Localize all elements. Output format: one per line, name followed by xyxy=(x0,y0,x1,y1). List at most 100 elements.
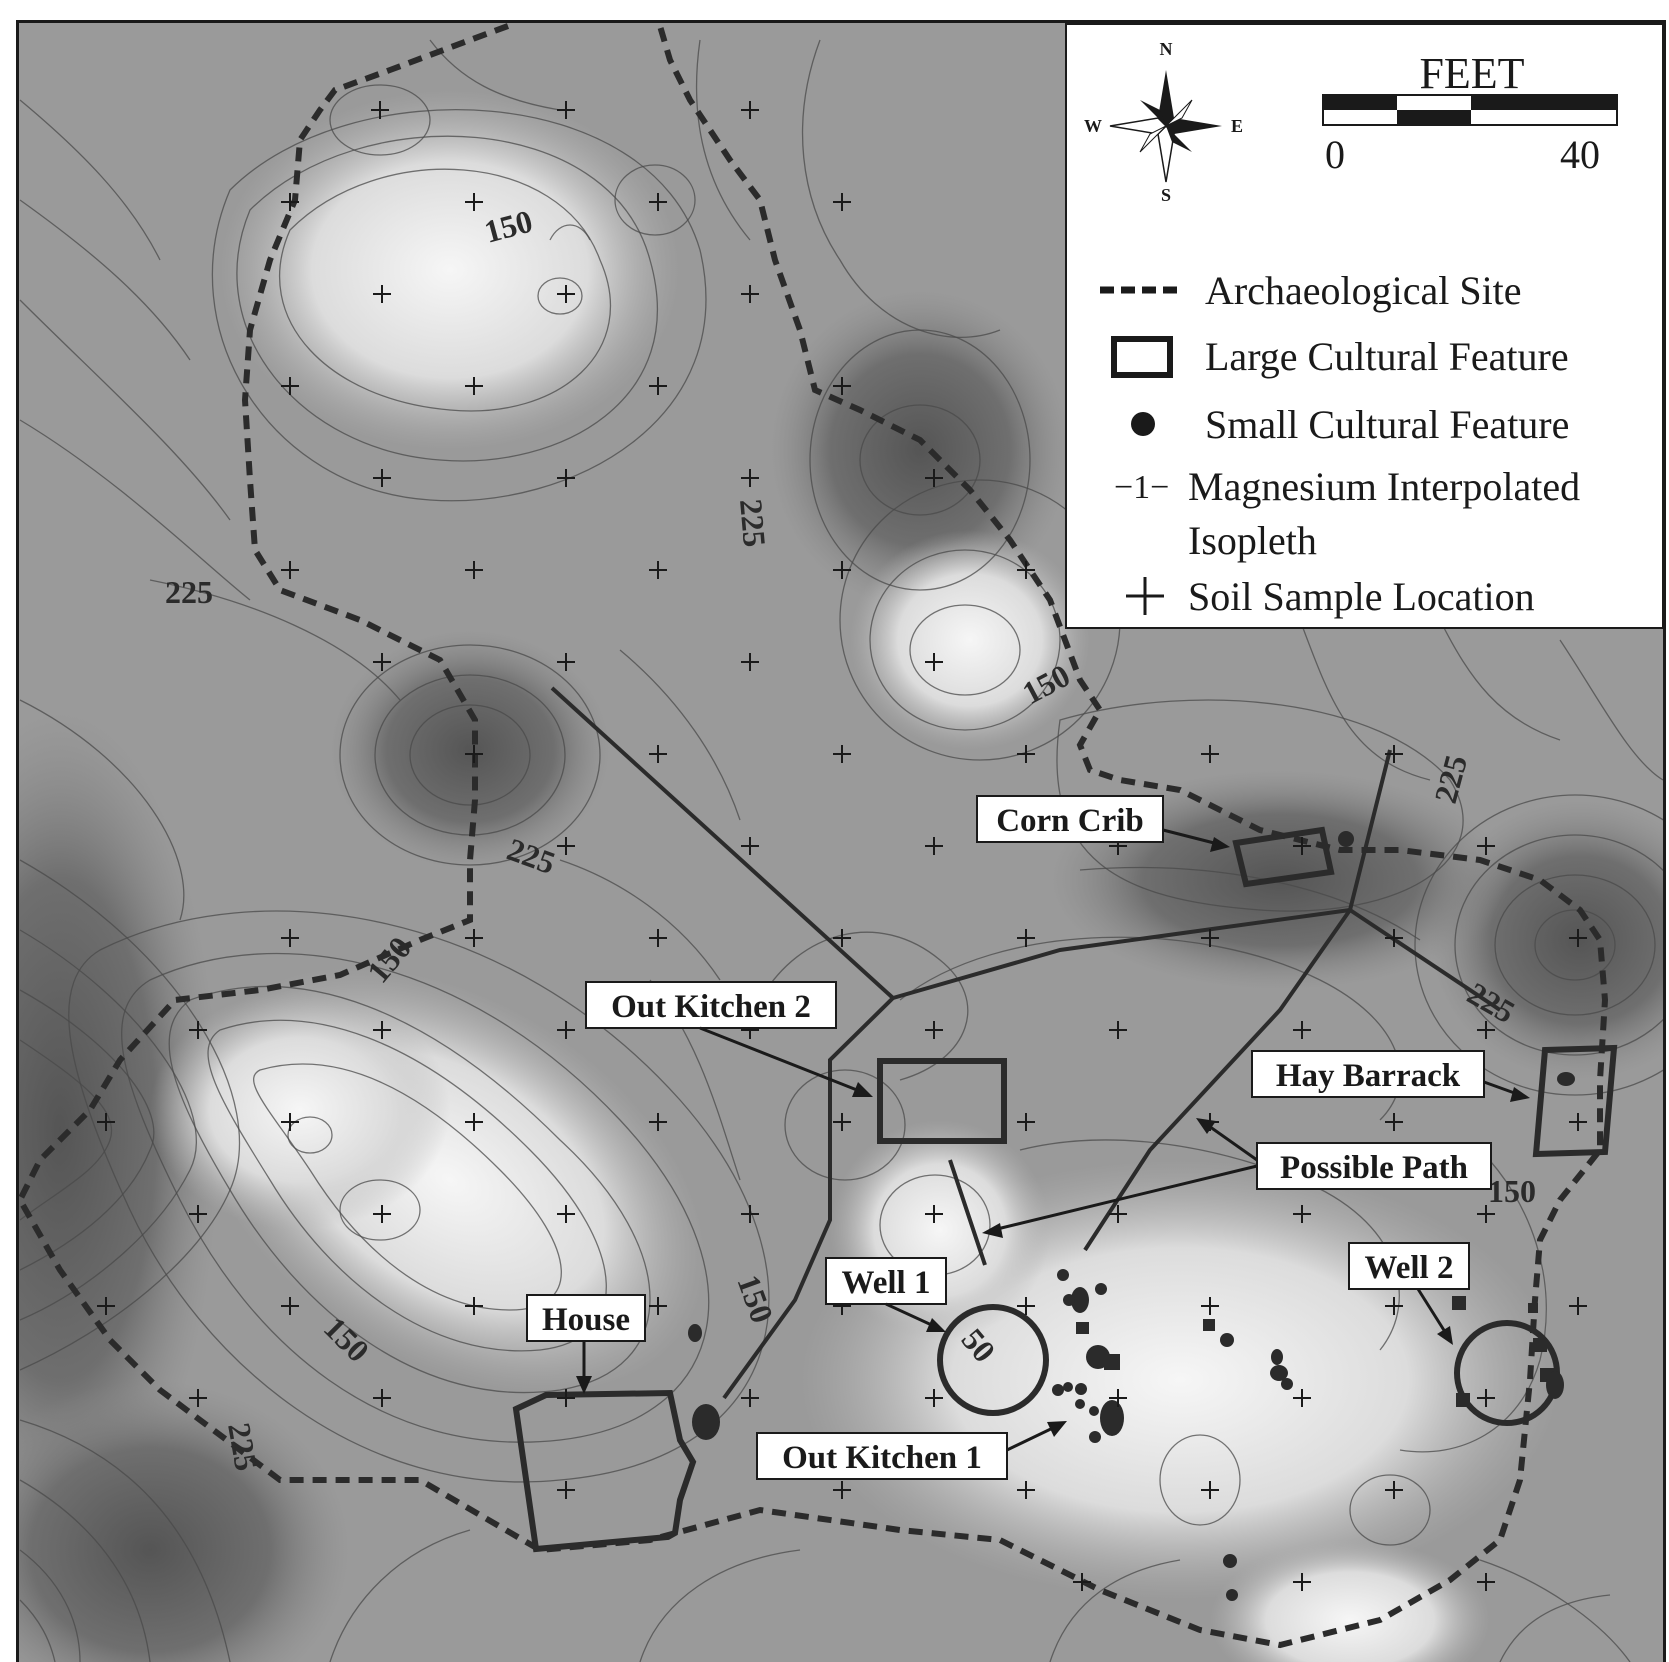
out-kitchen-2-outline xyxy=(877,1058,1007,1144)
soil-sample-marker xyxy=(371,101,389,119)
soil-sample-locations xyxy=(97,101,1587,1591)
soil-sample-marker xyxy=(1477,1389,1495,1407)
soil-sample-marker xyxy=(1017,1481,1035,1499)
isopleth-swatch: −1− xyxy=(1114,469,1169,506)
soil-sample-marker xyxy=(557,1481,575,1499)
scale-min: 0 xyxy=(1325,132,1345,177)
soil-sample-marker xyxy=(1293,1389,1311,1407)
soil-sample-marker xyxy=(741,469,759,487)
scale-title: FEET xyxy=(1419,49,1524,98)
soil-sample-marker xyxy=(373,1021,391,1039)
contour-label: 225 xyxy=(221,1420,265,1474)
corn-crib-outline xyxy=(1232,826,1335,888)
feature-labels: Corn Crib Out Kitchen 2 Hay Barrack Poss… xyxy=(526,795,1530,1480)
soil-sample-marker xyxy=(557,1021,575,1039)
soil-sample-marker xyxy=(1201,1297,1219,1315)
well-1-text: Well 1 xyxy=(842,1265,931,1301)
soil-sample-marker xyxy=(1201,745,1219,763)
soil-sample-marker xyxy=(925,1389,943,1407)
soil-sample-marker xyxy=(465,1297,483,1315)
contour-label: 225 xyxy=(733,497,773,548)
soil-sample-marker xyxy=(557,285,575,303)
contour-label: 225 xyxy=(165,574,213,610)
soil-sample-marker xyxy=(373,653,391,671)
small-cultural-features xyxy=(688,831,1575,1601)
corn-crib-label: Corn Crib xyxy=(976,795,1230,852)
compass-west: W xyxy=(1084,116,1102,136)
soil-sample-marker xyxy=(557,837,575,855)
soil-sample-marker xyxy=(1385,1297,1403,1315)
legend-label-site: Archaeological Site xyxy=(1205,268,1522,313)
soil-sample-marker xyxy=(1569,1297,1587,1315)
soil-sample-marker xyxy=(1293,1205,1311,1223)
soil-sample-marker xyxy=(281,1113,299,1131)
hay-barrack-outline xyxy=(1532,1044,1618,1158)
map-frame xyxy=(16,20,1666,1662)
soil-sample-marker xyxy=(1017,745,1035,763)
soil-sample-marker xyxy=(649,745,667,763)
soil-sample-marker xyxy=(1017,1297,1035,1315)
legend-label-small-feature: Small Cultural Feature xyxy=(1205,402,1569,447)
possible-path-label: Possible Path xyxy=(982,1118,1492,1238)
soil-sample-marker xyxy=(1109,1389,1127,1407)
soil-sample-marker xyxy=(557,1389,575,1407)
soil-sample-marker xyxy=(1201,1481,1219,1499)
legend-label-isopleth-2: Isopleth xyxy=(1188,518,1317,563)
corn-crib-text: Corn Crib xyxy=(996,803,1144,839)
soil-sample-marker xyxy=(189,1021,207,1039)
soil-sample-marker xyxy=(557,653,575,671)
soil-sample-marker xyxy=(1477,837,1495,855)
soil-sample-marker xyxy=(925,1021,943,1039)
soil-sample-marker xyxy=(281,377,299,395)
compass-south: S xyxy=(1161,185,1171,205)
legend: N S W E FEET 0 40 Archaeological Site La… xyxy=(1065,23,1664,629)
soil-sample-marker xyxy=(1293,1021,1311,1039)
soil-sample-marker xyxy=(281,1297,299,1315)
out-kitchen-1-label: Out Kitchen 1 xyxy=(756,1421,1067,1480)
soil-sample-marker xyxy=(833,1113,851,1131)
soil-sample-marker xyxy=(373,469,391,487)
soil-sample-marker xyxy=(1109,1021,1127,1039)
well-1-outline xyxy=(937,1304,1049,1416)
soil-sample-marker xyxy=(1073,1573,1091,1591)
soil-sample-marker xyxy=(557,101,575,119)
house-label: House xyxy=(526,1294,646,1394)
soil-sample-marker xyxy=(649,561,667,579)
soil-sample-marker xyxy=(833,561,851,579)
soil-sample-marker xyxy=(1477,1205,1495,1223)
soil-sample-marker xyxy=(649,377,667,395)
soil-sample-marker xyxy=(465,193,483,211)
soil-sample-marker xyxy=(189,1389,207,1407)
soil-sample-marker xyxy=(281,193,299,211)
scale-max: 40 xyxy=(1560,132,1600,177)
soil-sample-marker xyxy=(833,1481,851,1499)
soil-sample-marker xyxy=(1477,1573,1495,1591)
house-text: House xyxy=(542,1302,630,1338)
contour-label: 150 xyxy=(1488,1173,1536,1209)
soil-sample-marker xyxy=(741,837,759,855)
legend-label-soil-sample: Soil Sample Location xyxy=(1188,574,1535,619)
possible-path-text: Possible Path xyxy=(1280,1150,1468,1186)
compass-north: N xyxy=(1160,39,1173,59)
soil-sample-marker xyxy=(833,377,851,395)
soil-sample-marker xyxy=(97,1113,115,1131)
soil-sample-marker xyxy=(97,1297,115,1315)
soil-sample-marker xyxy=(925,837,943,855)
house-outline xyxy=(512,1389,697,1553)
soil-sample-marker xyxy=(1293,1573,1311,1591)
soil-sample-swatch xyxy=(1126,577,1164,615)
soil-sample-marker xyxy=(925,469,943,487)
soil-sample-marker xyxy=(1477,1021,1495,1039)
soil-sample-marker xyxy=(557,469,575,487)
soil-sample-marker xyxy=(833,745,851,763)
soil-sample-marker xyxy=(465,377,483,395)
soil-sample-marker xyxy=(1109,1205,1127,1223)
hay-barrack-label: Hay Barrack xyxy=(1251,1050,1530,1102)
archaeological-site-boundary xyxy=(16,23,1609,1649)
soil-sample-marker xyxy=(741,1205,759,1223)
compass-east: E xyxy=(1231,116,1243,136)
soil-sample-marker xyxy=(925,1205,943,1223)
soil-sample-marker xyxy=(373,1389,391,1407)
large-feature-swatch xyxy=(1111,336,1173,378)
soil-sample-marker xyxy=(741,285,759,303)
